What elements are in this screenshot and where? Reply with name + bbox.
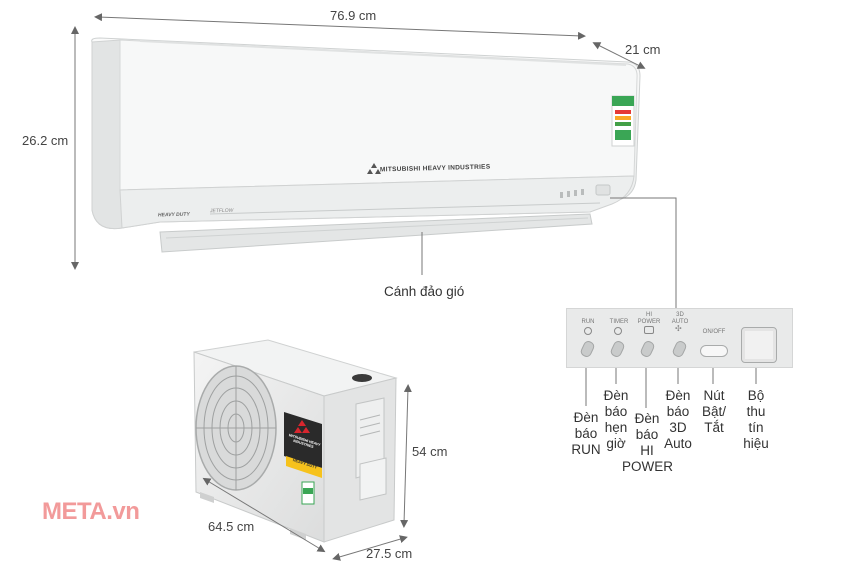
timer-callout: Đèn báo hẹn giờ bbox=[603, 388, 629, 451]
watermark-logo: META.vn bbox=[42, 498, 140, 525]
clock-icon bbox=[614, 327, 622, 335]
onoff-panel-text: ON/OFF bbox=[702, 329, 726, 335]
onoff-callout: Nút Bật/ Tắt bbox=[701, 388, 726, 435]
outdoor-width-label: 64.5 cm bbox=[208, 519, 255, 534]
outdoor-depth-label: 27.5 cm bbox=[366, 546, 413, 561]
onoff-button[interactable] bbox=[700, 345, 728, 357]
indoor-height-label: 26.2 cm bbox=[22, 133, 69, 148]
run-indicator-light bbox=[579, 339, 596, 359]
louver-label: Cánh đảo gió bbox=[384, 284, 465, 299]
run-panel-text: RUN bbox=[581, 319, 595, 325]
outdoor-brand-badge bbox=[284, 412, 322, 478]
indoor-dimension-lines bbox=[71, 13, 646, 270]
hipower-icon bbox=[644, 326, 654, 334]
3dauto-indicator-light bbox=[671, 339, 688, 359]
power-icon bbox=[584, 327, 592, 335]
control-panel: RUN TIMER HI POWER 3D AUTO ✣ ON/OFF bbox=[566, 308, 793, 368]
indoor-model-text: HEAVY DUTY bbox=[157, 211, 190, 219]
indoor-width-label: 76.9 cm bbox=[330, 8, 377, 23]
energy-label-indoor bbox=[611, 95, 635, 147]
hipower-panel-text: HI POWER bbox=[637, 312, 661, 325]
3dauto-callout: Đèn báo 3D Auto bbox=[664, 388, 692, 451]
outdoor-height-label: 54 cm bbox=[412, 444, 448, 459]
3dauto-panel-text: 3D AUTO bbox=[671, 312, 689, 325]
receiver-callout: Bộ thu tín hiệu bbox=[743, 388, 769, 451]
indoor-depth-label: 21 cm bbox=[625, 42, 661, 57]
outdoor-dimension-lines bbox=[202, 384, 412, 561]
signal-receiver bbox=[741, 327, 777, 363]
indoor-jetflow-text: JETFLOW bbox=[209, 207, 234, 215]
3d-airflow-icon: ✣ bbox=[675, 324, 682, 333]
hipower-callout: Đèn báo HI POWER bbox=[622, 411, 674, 474]
indoor-unit bbox=[91, 37, 641, 253]
run-callout: Đèn báo RUN bbox=[571, 410, 601, 457]
timer-indicator-light bbox=[609, 339, 626, 359]
timer-panel-text: TIMER bbox=[609, 319, 629, 325]
display-callout-line bbox=[610, 197, 677, 318]
hipower-indicator-light bbox=[639, 339, 656, 359]
